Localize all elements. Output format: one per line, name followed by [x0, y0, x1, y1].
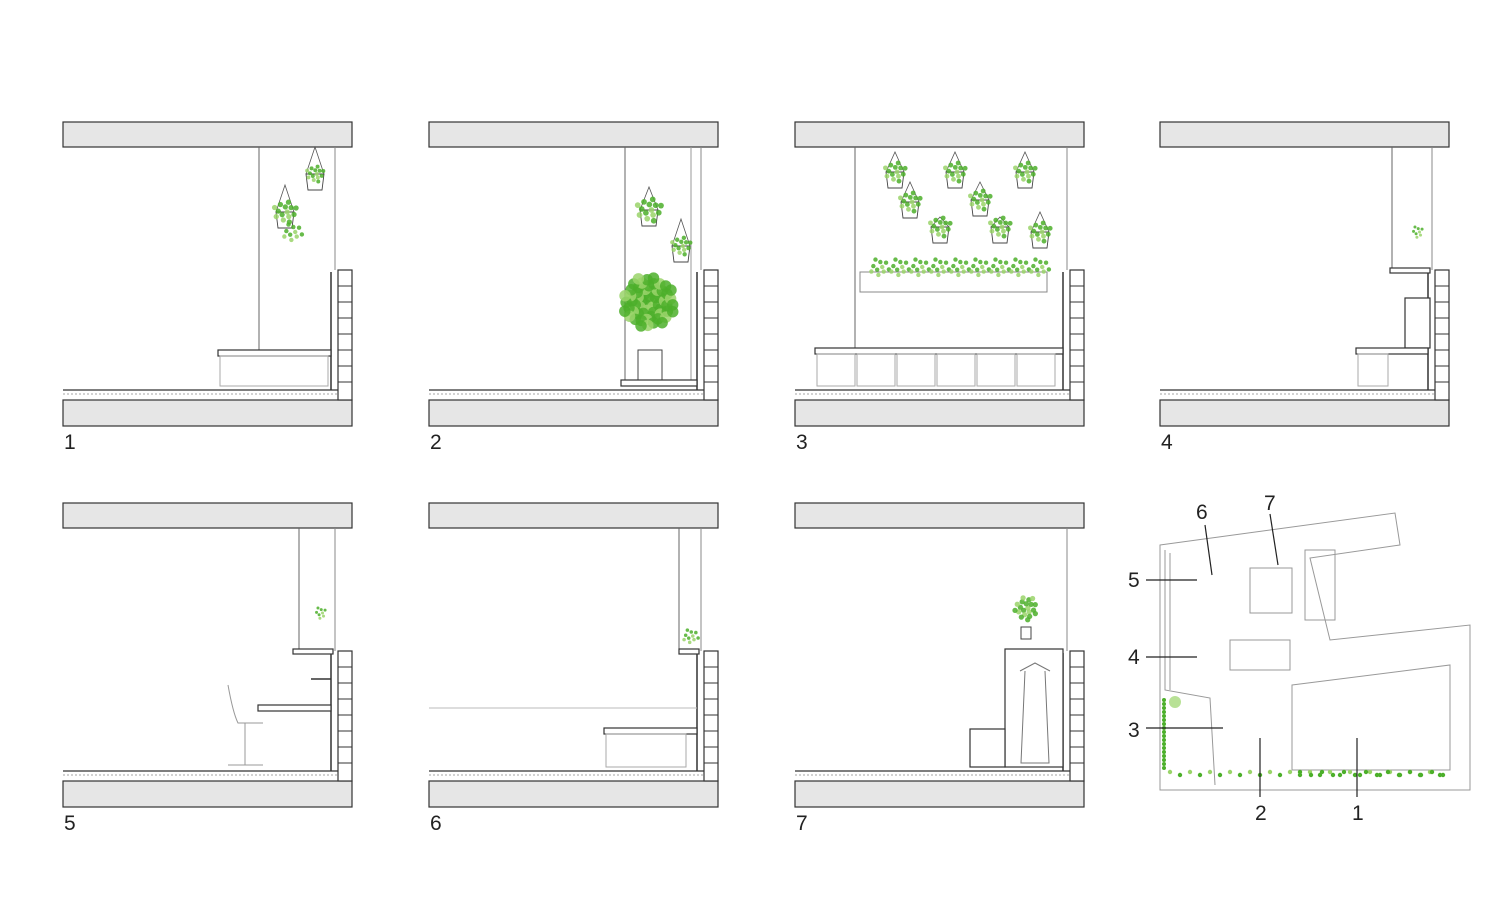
plant-icon: [670, 235, 693, 257]
section-label: 2: [430, 431, 442, 454]
section-drawing-5: 5: [62, 502, 353, 835]
bench-top: [217, 349, 332, 357]
hanging-planter-icon: [898, 181, 923, 219]
plan-marker-7: 7: [1264, 492, 1276, 515]
plant-icon: [682, 628, 700, 645]
plant-icon: [949, 257, 972, 278]
facade-wall: [330, 650, 353, 782]
ceiling-slab: [794, 502, 1085, 529]
plant-icon: [1029, 257, 1052, 278]
pot: [637, 349, 663, 381]
hanging-planter-icon: [634, 185, 664, 227]
hanging-planter-icon: [988, 215, 1013, 244]
office-chair-icon: [227, 684, 263, 766]
floor-slab: [1159, 399, 1450, 427]
hanging-planter-icon: [968, 181, 993, 217]
plan-marker-3: 3: [1128, 719, 1140, 742]
plant-icon: [898, 190, 923, 214]
plant-icon: [282, 222, 305, 243]
stool: [969, 728, 1006, 768]
plant-icon: [929, 257, 952, 278]
hanging-planter-icon: [1013, 151, 1038, 189]
desk-top: [257, 704, 332, 712]
section-label: 4: [1161, 431, 1173, 454]
ceiling-slab: [794, 121, 1085, 148]
section-drawing-6: 6: [428, 502, 719, 835]
hanging-planter-icon: [271, 183, 299, 229]
plant-icon: [634, 196, 664, 224]
facade-wall: [696, 269, 719, 401]
section-label: 1: [64, 431, 76, 454]
shelf: [292, 648, 334, 655]
hanging-planter-icon: [1028, 211, 1053, 249]
hanging-planter-icon: [943, 151, 968, 189]
floor-slab: [794, 399, 1085, 427]
section-label: 5: [64, 812, 76, 835]
ceiling-slab: [62, 121, 353, 148]
wardrobe: [1004, 648, 1064, 768]
hanging-planter-icon: [883, 151, 908, 189]
plant-icon: [928, 215, 953, 239]
section-drawing-7: 7: [794, 502, 1085, 835]
floor-plan: 1 2 3 4 5 6 7: [1128, 492, 1471, 825]
hanging-planter-icon: [305, 145, 326, 191]
section-drawing-1: 1: [62, 121, 353, 454]
ceiling-slab: [428, 502, 719, 529]
section-label: 3: [796, 431, 808, 454]
bench-top: [603, 727, 698, 735]
plant-icon: [883, 160, 908, 184]
facade-wall: [1427, 269, 1450, 401]
plant-icon: [1012, 595, 1038, 623]
plant-icon: [869, 257, 892, 278]
section-label: 7: [796, 812, 808, 835]
plant-icon: [271, 199, 299, 225]
plant-icon: [1009, 257, 1032, 278]
plant-icon: [943, 160, 968, 184]
floor-slab: [62, 780, 353, 808]
plant-icon: [1412, 225, 1424, 239]
plan-marker-6: 6: [1196, 501, 1208, 524]
plant-icon: [889, 257, 912, 278]
plan-marker-2: 2: [1255, 802, 1267, 825]
plan-marker-1: 1: [1352, 802, 1364, 825]
ceiling-slab: [428, 121, 719, 148]
floor-slab: [428, 780, 719, 808]
plant-icon: [989, 257, 1012, 278]
plant-icon: [1028, 220, 1053, 244]
plant-icon: [968, 188, 993, 212]
dress-on-hanger-icon: [1019, 662, 1051, 764]
plant-icon: [619, 272, 679, 332]
section-drawing-2: 2: [428, 121, 719, 454]
plant-icon: [315, 606, 327, 620]
ceiling-slab: [62, 502, 353, 529]
plant-icon: [1013, 160, 1038, 184]
floor-slab: [794, 780, 1085, 808]
floor-slab: [62, 399, 353, 427]
facade-wall: [696, 650, 719, 782]
hanging-planter-icon: [928, 215, 953, 244]
section-label: 6: [430, 812, 442, 835]
facade-wall: [1062, 269, 1085, 401]
floor-slab: [428, 399, 719, 427]
plant-icon: [988, 215, 1013, 239]
plant-icon: [909, 257, 932, 278]
ceiling-slab: [1159, 121, 1450, 148]
hanging-planter-icon: [670, 217, 693, 263]
facade-wall: [330, 269, 353, 401]
section-drawing-4: 4: [1159, 121, 1450, 454]
plant-icon: [305, 164, 326, 184]
plan-marker-4: 4: [1128, 646, 1140, 669]
plan-marker-5: 5: [1128, 569, 1140, 592]
facade-wall: [1062, 650, 1085, 782]
section-drawing-3: 3: [794, 121, 1085, 454]
plant-icon: [969, 257, 992, 278]
